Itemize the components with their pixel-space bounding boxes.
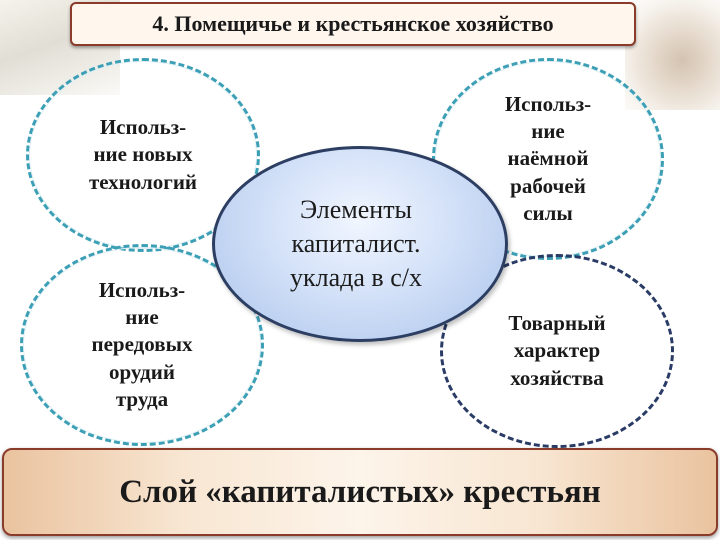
oval-commodity-character-text: Товарный характер хозяйства bbox=[508, 311, 606, 390]
oval-new-technologies: Использ- ние новых технологий bbox=[26, 58, 260, 252]
bottom-banner-text: Слой «капиталистых» крестьян bbox=[119, 473, 601, 510]
bottom-banner: Слой «капиталистых» крестьян bbox=[2, 448, 718, 536]
slide-title: 4. Помещичье и крестьянское хозяйство bbox=[70, 2, 636, 46]
oval-new-technologies-text: Использ- ние новых технологий bbox=[88, 115, 198, 194]
decorative-portrait-right bbox=[625, 0, 720, 110]
oval-advanced-tools: Использ- ние передовых орудий труда bbox=[20, 244, 264, 446]
slide-title-text: 4. Помещичье и крестьянское хозяйство bbox=[152, 11, 554, 36]
center-ellipse-text: Элементы капиталист. уклада в с/х bbox=[290, 195, 422, 292]
oval-hired-labor-text: Использ- ние наёмной рабочей силы bbox=[504, 91, 592, 225]
center-ellipse: Элементы капиталист. уклада в с/х bbox=[212, 146, 508, 342]
oval-commodity-character: Товарный характер хозяйства bbox=[440, 254, 674, 448]
oval-advanced-tools-text: Использ- ние передовых орудий труда bbox=[91, 277, 193, 411]
